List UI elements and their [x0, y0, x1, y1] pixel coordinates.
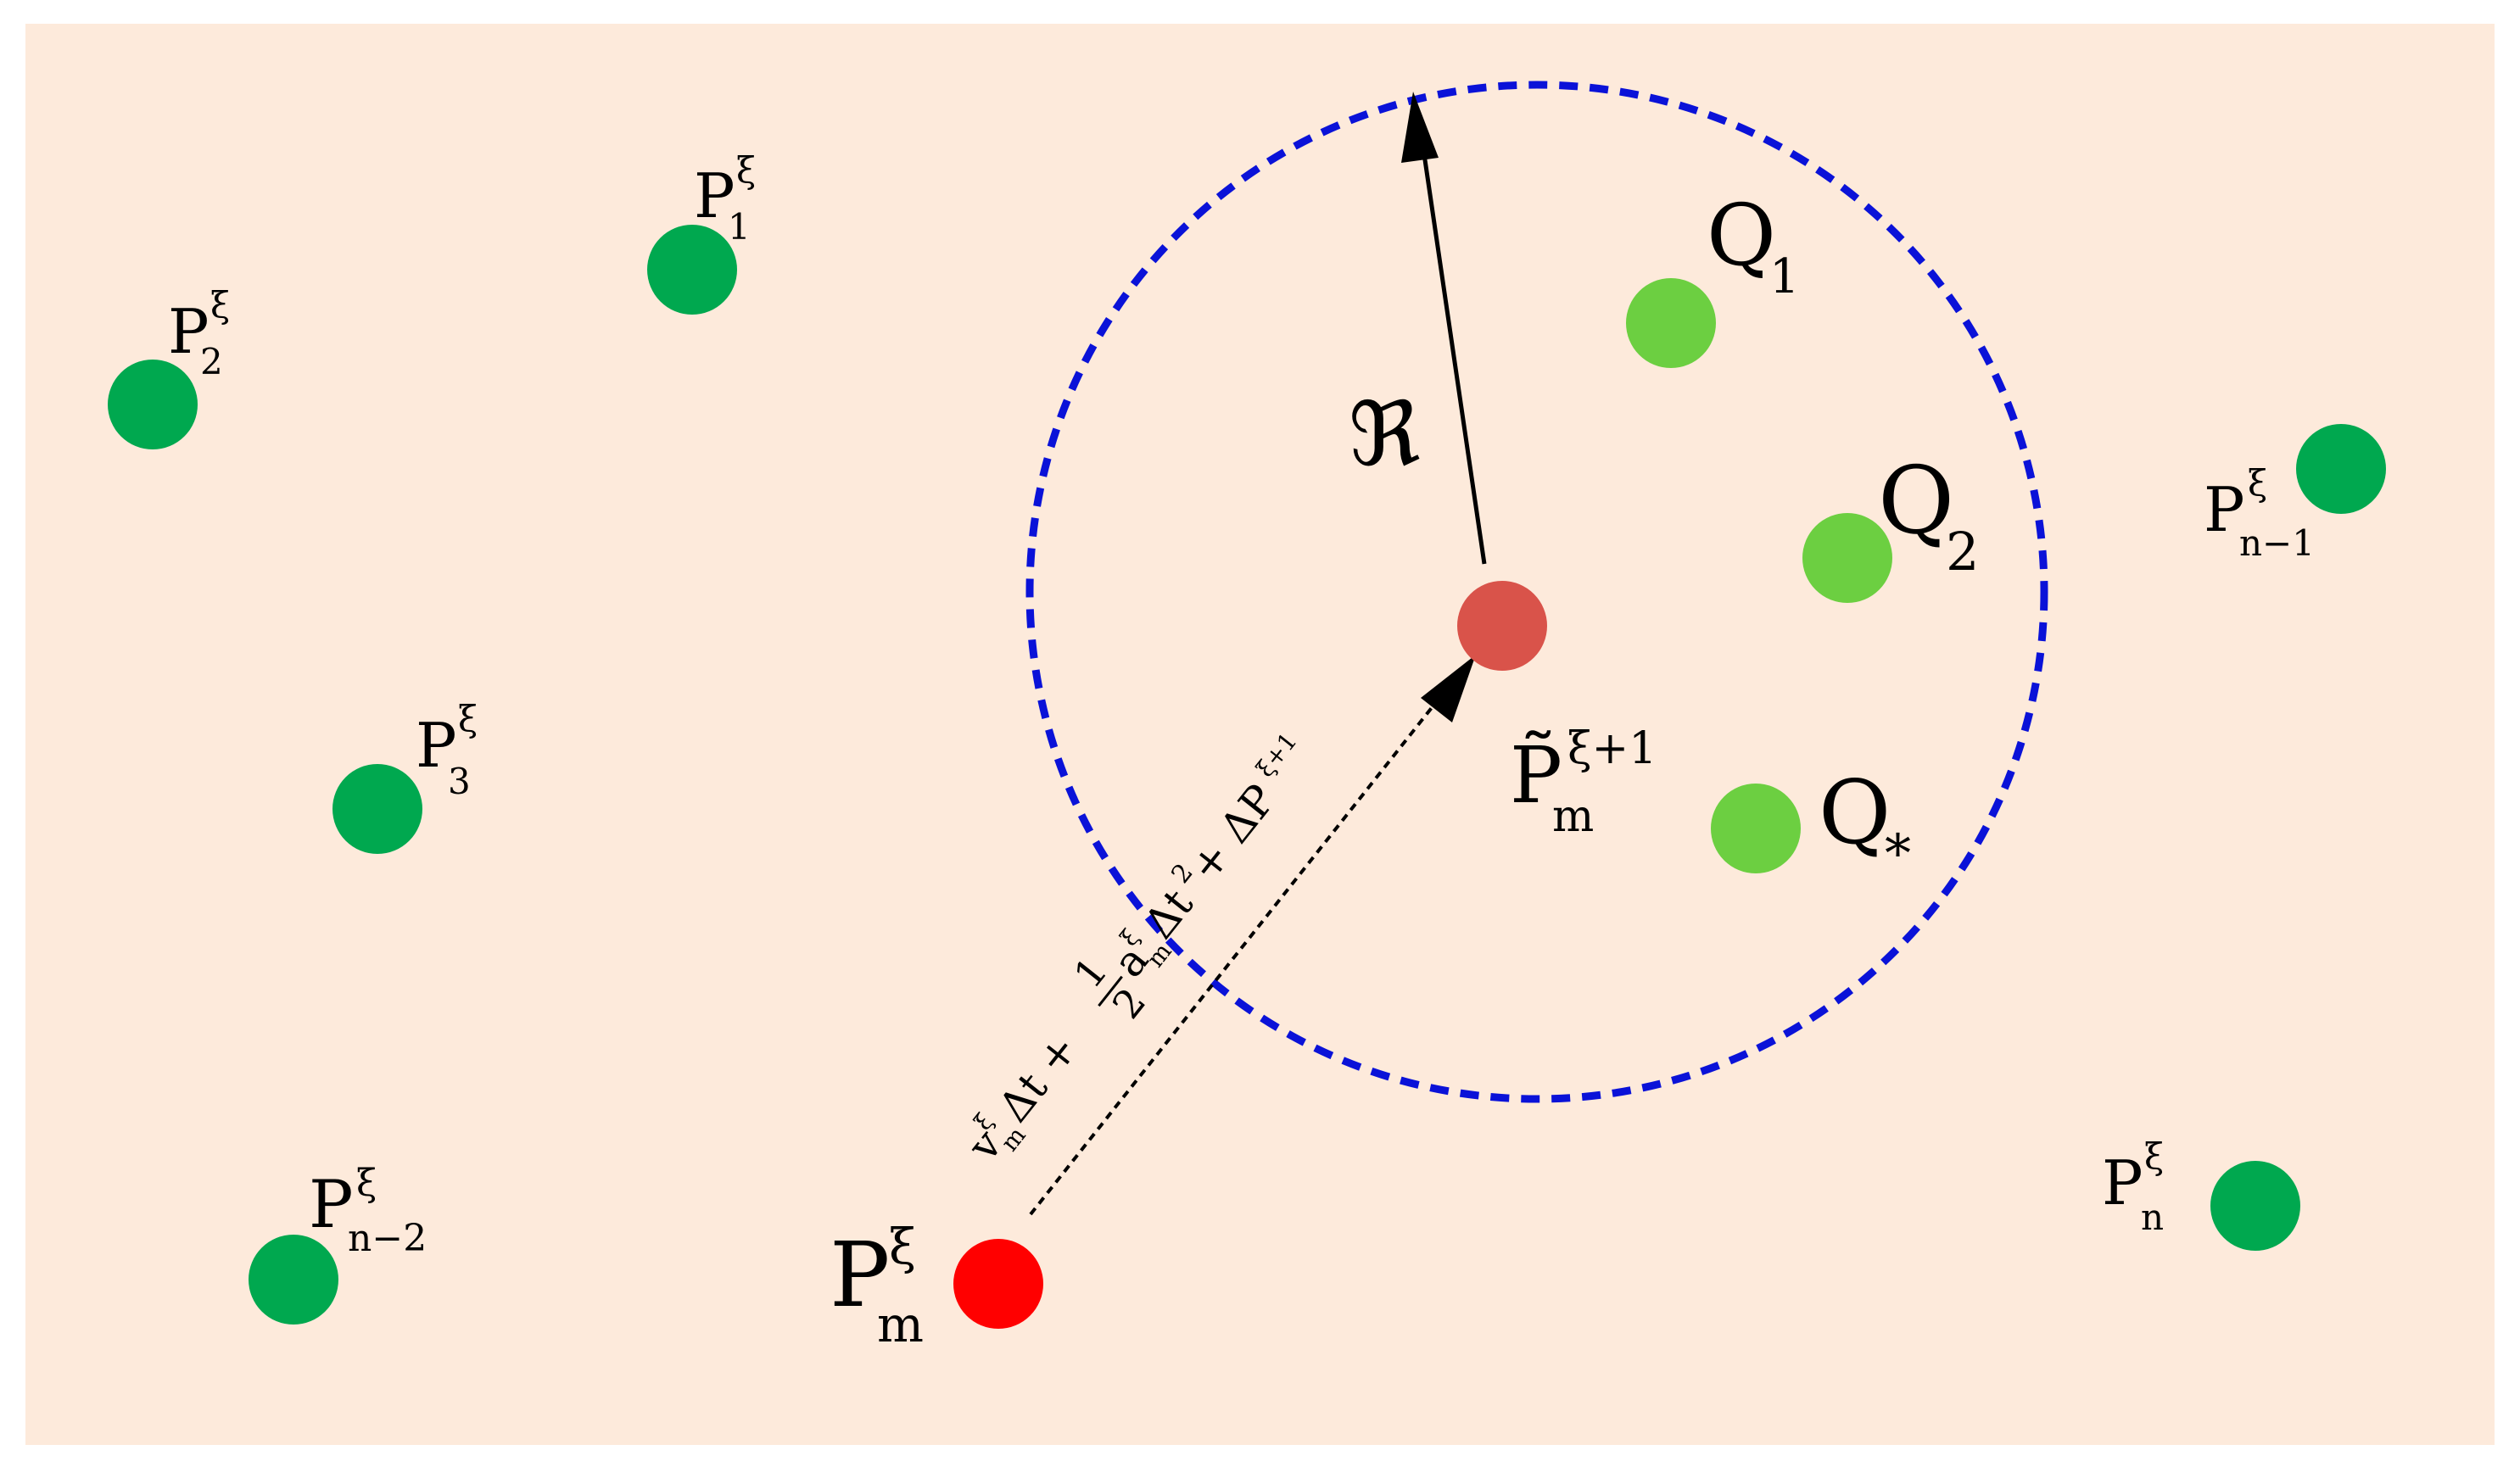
- svg-text:ξ: ξ: [2144, 1135, 2164, 1177]
- svg-text:P: P: [830, 1223, 890, 1327]
- particle-pm-current: [953, 1239, 1043, 1329]
- label-p2: P ξ 2: [168, 284, 230, 382]
- svg-text:P̃: P̃: [1510, 730, 1562, 821]
- particle-q1: [1626, 278, 1716, 368]
- svg-text:ξ: ξ: [736, 149, 756, 191]
- svg-text:ξ: ξ: [2248, 462, 2267, 504]
- label-p1: P ξ 1: [694, 149, 756, 248]
- particle-p2: [108, 360, 198, 449]
- svg-text:m: m: [877, 1296, 924, 1353]
- label-pn1: P ξ n−1: [2204, 462, 2315, 564]
- svg-text:Q: Q: [1878, 446, 1954, 555]
- radius-arrow-line: [1421, 148, 1487, 565]
- svg-text:P: P: [694, 160, 735, 231]
- radius-arrow-head: [1401, 92, 1439, 163]
- particle-pn2: [249, 1235, 338, 1325]
- svg-text:ξ: ξ: [458, 698, 478, 739]
- label-pm: P ξ m: [830, 1218, 924, 1353]
- label-pn2: P ξ n−2: [309, 1162, 427, 1260]
- particle-p1: [647, 225, 737, 315]
- svg-text:1: 1: [1769, 249, 1800, 304]
- particle-qstar: [1711, 784, 1801, 873]
- displacement-arrow-head: [1421, 655, 1476, 722]
- svg-text:P: P: [168, 296, 209, 367]
- label-qstar: Q *: [1819, 761, 1911, 884]
- svg-text:ξ: ξ: [210, 284, 230, 326]
- svg-text:ξ: ξ: [356, 1162, 377, 1205]
- label-q2: Q 2: [1878, 446, 1979, 583]
- label-q1: Q 1: [1707, 186, 1800, 304]
- svg-text:n−1: n−1: [2239, 522, 2315, 564]
- svg-text:P: P: [2102, 1147, 2143, 1219]
- particle-q2: [1802, 513, 1892, 603]
- diagram-background: [25, 24, 2495, 1445]
- svg-text:*: *: [1885, 823, 1911, 884]
- svg-text:n−2: n−2: [348, 1217, 427, 1260]
- label-radius: ℜ: [1349, 382, 1421, 486]
- search-radius-circle: [1025, 81, 2048, 1103]
- svg-text:P: P: [416, 710, 456, 781]
- svg-text:3: 3: [448, 761, 471, 802]
- svg-text:m: m: [1552, 791, 1594, 842]
- label-pm-predicted: P̃ ξ+1 m: [1510, 723, 1657, 842]
- svg-text:ξ+1: ξ+1: [1567, 723, 1657, 774]
- particle-pm-predicted: [1457, 581, 1547, 671]
- svg-text:2: 2: [1946, 521, 1979, 583]
- particle-pn1: [2296, 424, 2386, 514]
- svg-text:P: P: [2204, 474, 2244, 545]
- svg-text:1: 1: [728, 206, 751, 248]
- svg-text:n: n: [2141, 1196, 2164, 1238]
- svg-text:Q: Q: [1819, 761, 1891, 864]
- label-p3: P ξ 3: [416, 698, 478, 802]
- particle-p3: [332, 764, 422, 854]
- svg-text:ξ: ξ: [889, 1218, 916, 1275]
- particle-pn: [2210, 1161, 2300, 1251]
- svg-text:P: P: [309, 1167, 353, 1243]
- label-pn: P ξ n: [2102, 1135, 2164, 1238]
- svg-text:Q: Q: [1707, 186, 1776, 285]
- svg-text:2: 2: [200, 341, 223, 382]
